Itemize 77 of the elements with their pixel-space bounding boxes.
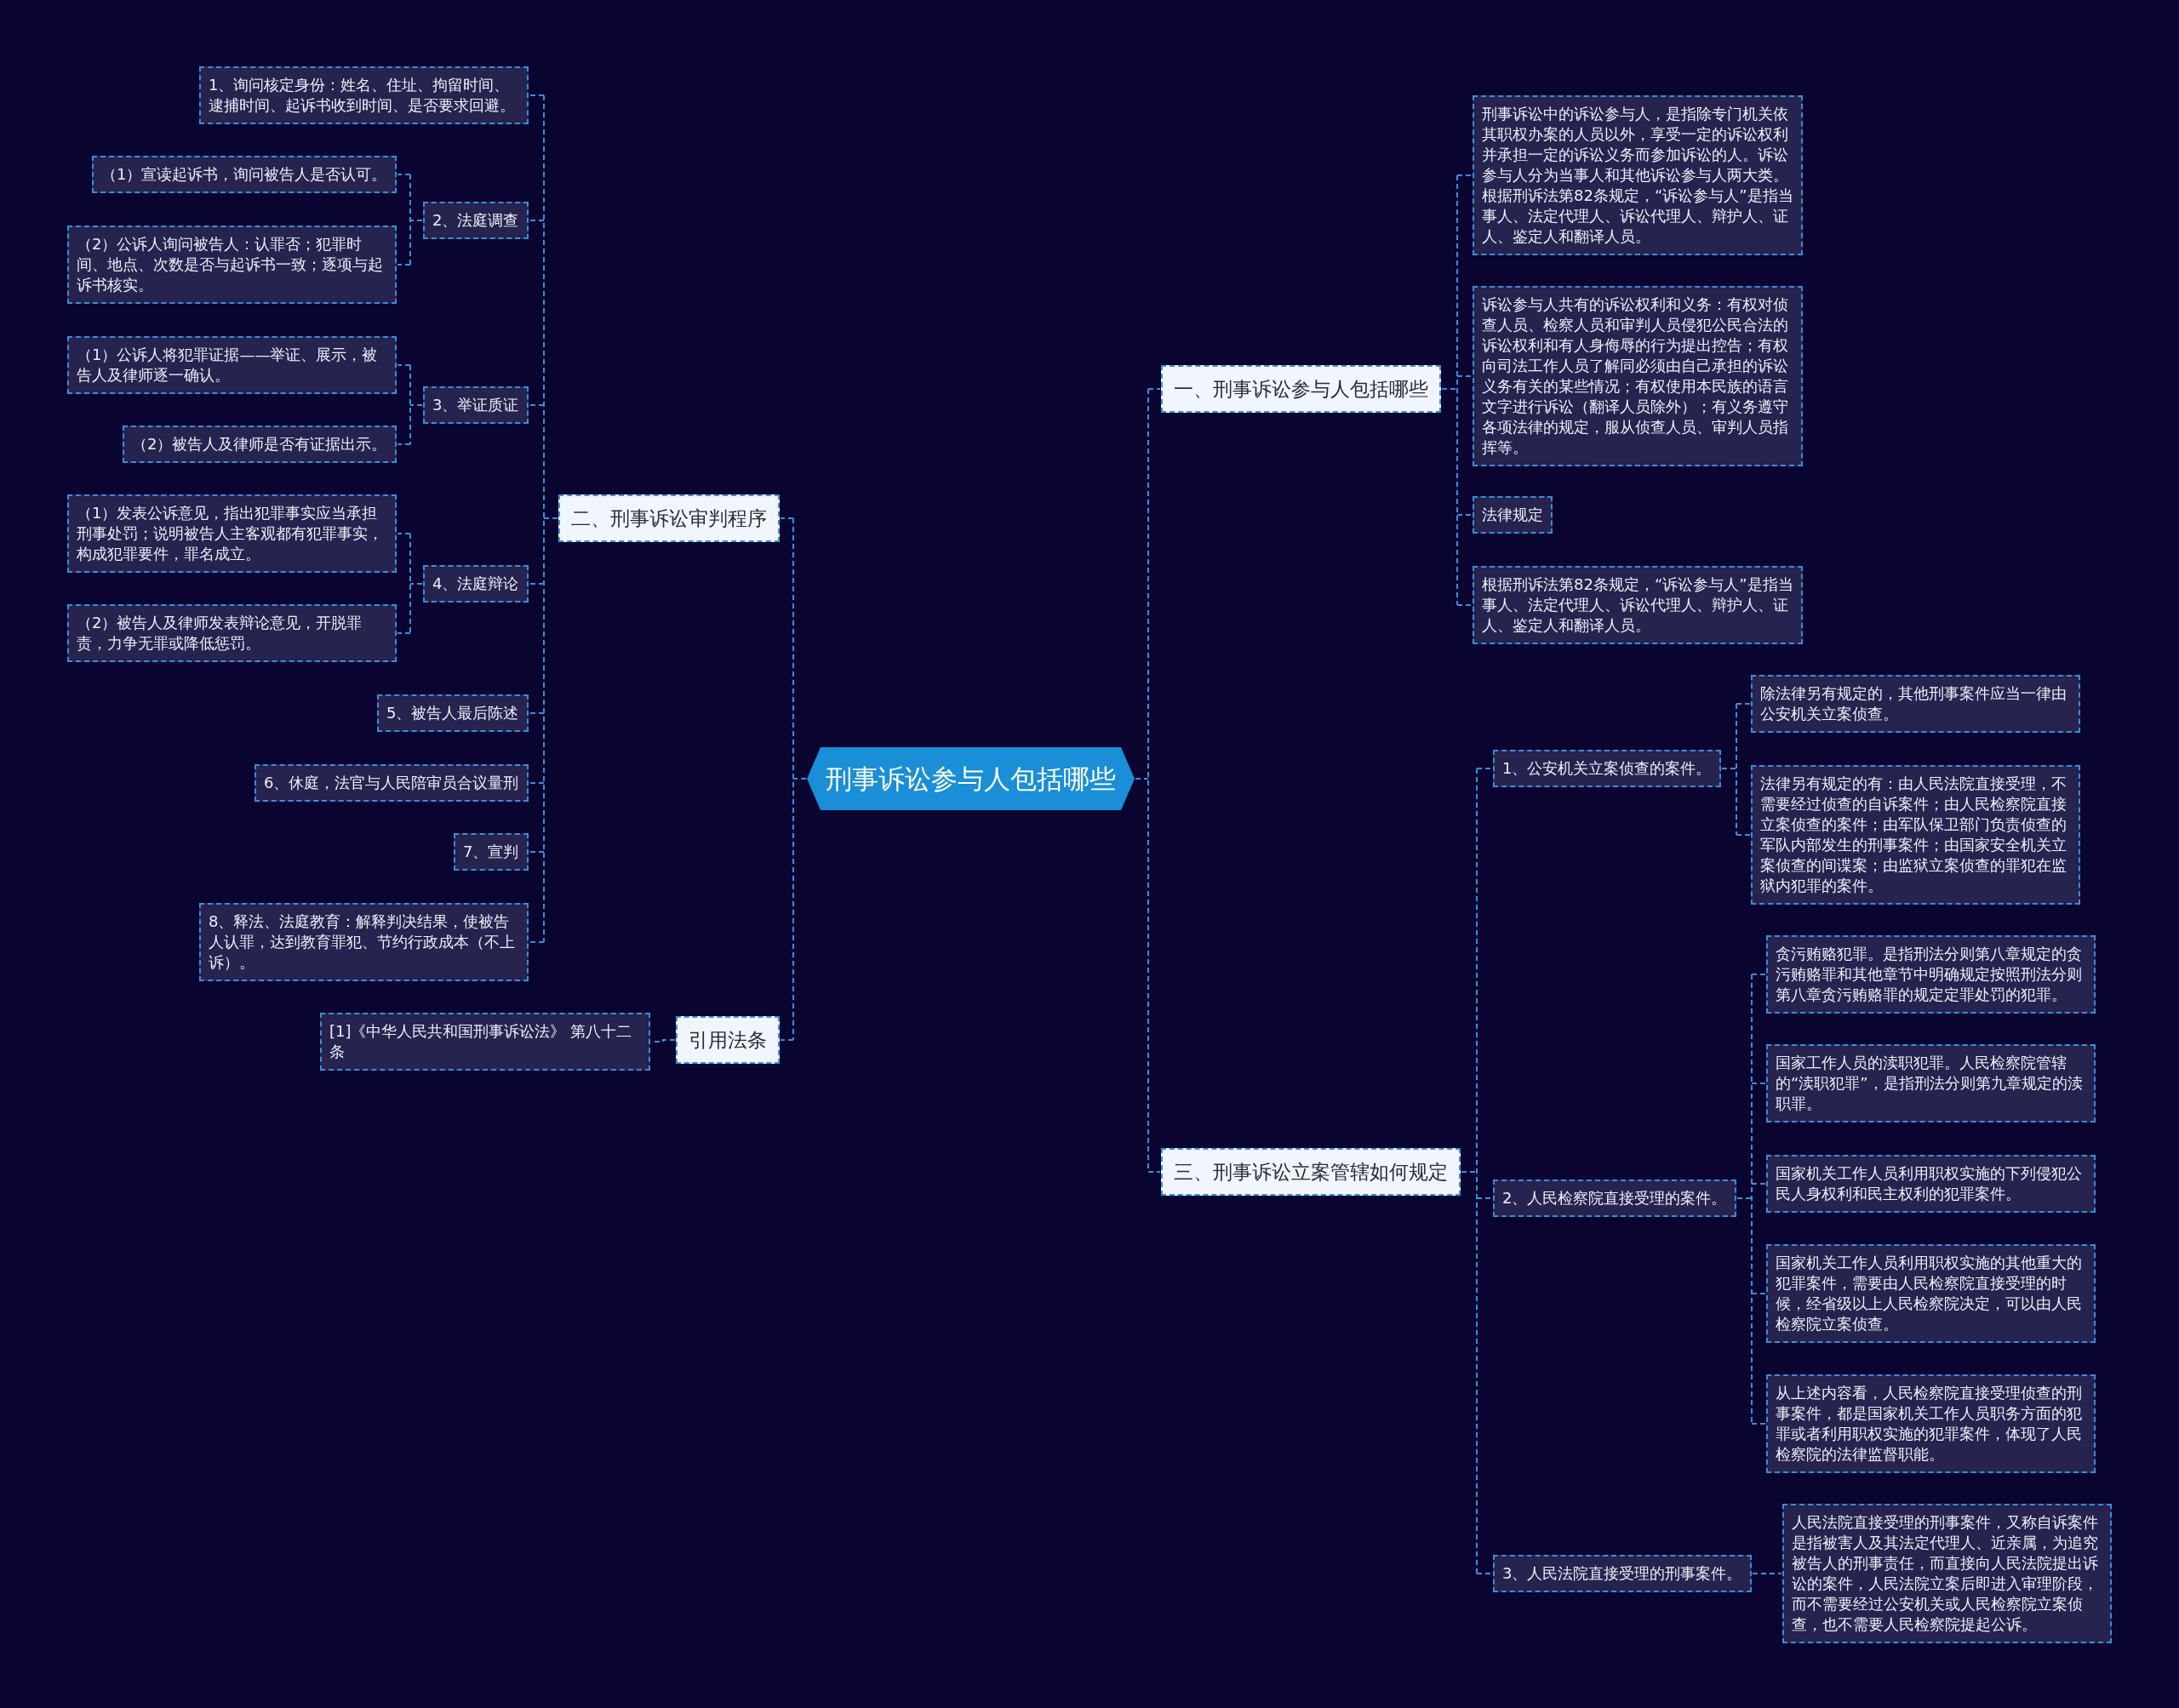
central-topic: 刑事诉讼参与人包括哪些 (807, 747, 1135, 810)
subtopic: 法律另有规定的有：由人民法院直接受理，不需要经过侦查的自诉案件；由人民检察院直接立案侦查的案件；由军队保卫部门负责侦查的军队内部发生的刑事案件；由国家安全机关立案侦查的间谍案；由监狱立案侦查的罪犯在监狱内犯罪的案件。 (1751, 765, 2080, 905)
connector-line (529, 851, 545, 853)
connector-line (1751, 1423, 1766, 1425)
subtopic: 贪污贿赂犯罪。是指刑法分则第八章规定的贪污贿赂罪和其他章节中明确规定按照刑法分则第八章贪污贿赂罪的规定定罪处罚的犯罪。 (1766, 935, 2096, 1014)
connector-line (1147, 388, 1161, 390)
connector-line (1751, 1293, 1766, 1294)
connector-line (780, 517, 794, 519)
subtopic: 根据刑诉法第82条规定，“诉讼参与人”是指当事人、法定代理人、诉讼代理人、辩护人、证人、鉴定人和翻译人员。 (1473, 566, 1803, 644)
connector-line (1751, 974, 1766, 975)
connector-line (543, 94, 558, 943)
connector-line (397, 632, 411, 634)
subtopic: 5、被告人最后陈述 (377, 694, 529, 732)
subtopic: 2、法庭调查 (423, 202, 529, 239)
subtopic: （2）被告人及律师发表辩论意见，开脱罪责，力争无罪或降低惩罚。 (67, 604, 397, 662)
connector-line (1456, 514, 1473, 516)
connector-line (409, 364, 423, 445)
connector-line (409, 174, 423, 266)
subtopic: 1、询问核定身份：姓名、住址、拘留时间、逮捕时间、起诉书收到时间、是否要求回避。 (199, 66, 529, 124)
connector-line (397, 264, 411, 266)
connector-line (1461, 768, 1478, 1574)
connector-line (1476, 1197, 1493, 1199)
subtopic: 2、人民检察院直接受理的案件。 (1493, 1180, 1736, 1217)
subtopic: 8、释法、法庭教育：解释判决结果，使被告人认罪，达到教育罪犯、节约行政成本（不上诉）。 (199, 903, 529, 981)
subtopic: 人民法院直接受理的刑事案件，又称自诉案件是指被害人及其法定代理人、近亲属，为追究被告人的刑事责任，而直接向人民法院提出诉讼的案件，人民法院立案后即进入审理阶段，而不需要经过公安机关或人民检察院立案侦查，也不需要人民检察院提起公诉。 (1782, 1504, 2112, 1643)
connector-line (792, 517, 807, 1041)
connector-line (1456, 604, 1473, 606)
connector-line (1736, 974, 1753, 1425)
subtopic: 3、人民法院直接受理的刑事案件。 (1493, 1555, 1752, 1592)
connector-line (529, 404, 545, 406)
connector-line (1736, 834, 1751, 836)
connector-line (529, 941, 545, 943)
main-topic: 二、刑事诉讼审判程序 (558, 494, 780, 542)
connector-line (1441, 174, 1458, 606)
connector-line (1721, 703, 1737, 836)
subtopic: 诉讼参与人共有的诉讼权利和义务：有权对侦查人员、检察人员和审判人员侵犯公民合法的诉讼权利和有人身侮辱的行为提出控告；有权向司法工作人员了解同必须由自己承担的诉讼义务有关的某些情况；有权使用本民族的语言文字进行诉讼（翻译人员除外）；有义务遵守各项法律的规定，服从侦查人员、审判人员指挥等。 (1473, 286, 1803, 466)
connector-line (1476, 768, 1493, 769)
connector-line (780, 1039, 794, 1041)
connector-line (397, 364, 411, 366)
connector-line (1736, 703, 1751, 705)
subtopic: 4、法庭辩论 (423, 565, 529, 603)
subtopic: （1）宣读起诉书，询问被告人是否认可。 (92, 156, 397, 193)
connector-line (1476, 1573, 1493, 1574)
connector-line (1456, 174, 1473, 176)
main-topic: 引用法条 (676, 1016, 780, 1064)
subtopic: 刑事诉讼中的诉讼参与人，是指除专门机关依其职权办案的人员以外，享受一定的诉讼权利并承担一定的诉讼义务而参加诉讼的人。诉讼参与人分为当事人和其他诉讼参与人两大类。根据刑诉法第82条规定，“诉讼参与人”是指当事人、法定代理人、诉讼代理人、辩护人、证人、鉴定人和翻译人员。 (1473, 95, 1803, 255)
connector-line (529, 782, 545, 784)
connector-line (409, 533, 423, 634)
connector-line (529, 94, 545, 96)
subtopic: 3、举证质证 (423, 386, 529, 424)
subtopic: （2）公诉人询问被告人：认罪否；犯罪时间、地点、次数是否与起诉书一致；逐项与起诉书核实。 (67, 226, 397, 304)
connector-line (397, 443, 411, 445)
subtopic: 从上述内容看，人民检察院直接受理侦查的刑事案件，都是国家机关工作人员职务方面的犯罪或者利用职权实施的犯罪案件，体现了人民检察院的法律监督职能。 (1766, 1374, 2096, 1473)
connector-line (529, 220, 545, 221)
connector-line (397, 533, 411, 534)
main-topic: 一、刑事诉讼参与人包括哪些 (1161, 365, 1441, 413)
connector-line (1456, 375, 1473, 377)
subtopic: 除法律另有规定的，其他刑事案件应当一律由公安机关立案侦查。 (1751, 675, 2080, 733)
subtopic: 1、公安机关立案侦查的案件。 (1493, 750, 1721, 787)
connector-line (397, 174, 411, 175)
subtopic: 法律规定 (1473, 496, 1553, 534)
connector-line (1147, 1171, 1161, 1173)
subtopic: [1]《中华人民共和国刑事诉讼法》 第八十二条 (320, 1013, 650, 1071)
subtopic: 6、休庭，法官与人民陪审员合议量刑 (255, 764, 529, 802)
subtopic: 国家机关工作人员利用职权实施的下列侵犯公民人身权利和民主权利的犯罪案件。 (1766, 1155, 2096, 1213)
subtopic: （1）公诉人将犯罪证据——举证、展示，被告人及律师逐一确认。 (67, 336, 397, 394)
subtopic: （1）发表公诉意见，指出犯罪事实应当承担刑事处罚；说明被告人主客观都有犯罪事实，构成犯罪要件，罪名成立。 (67, 494, 397, 573)
connector-line (1751, 1082, 1766, 1084)
connector-line (1752, 1573, 1782, 1574)
connector-line (529, 583, 545, 585)
connector-line (529, 712, 545, 714)
subtopic: 国家机关工作人员利用职权实施的其他重大的犯罪案件，需要由人民检察院直接受理的时候，经省级以上人民检察院决定，可以由人民检察院立案侦查。 (1766, 1244, 2096, 1343)
subtopic: （2）被告人及律师是否有证据出示。 (123, 426, 397, 463)
subtopic: 国家工作人员的渎职犯罪。人民检察院管辖的“渎职犯罪”，是指刑法分则第九章规定的渎职罪。 (1766, 1044, 2096, 1122)
main-topic: 三、刑事诉讼立案管辖如何规定 (1161, 1148, 1461, 1196)
subtopic: 7、宣判 (454, 833, 529, 871)
connector-line (1751, 1183, 1766, 1185)
